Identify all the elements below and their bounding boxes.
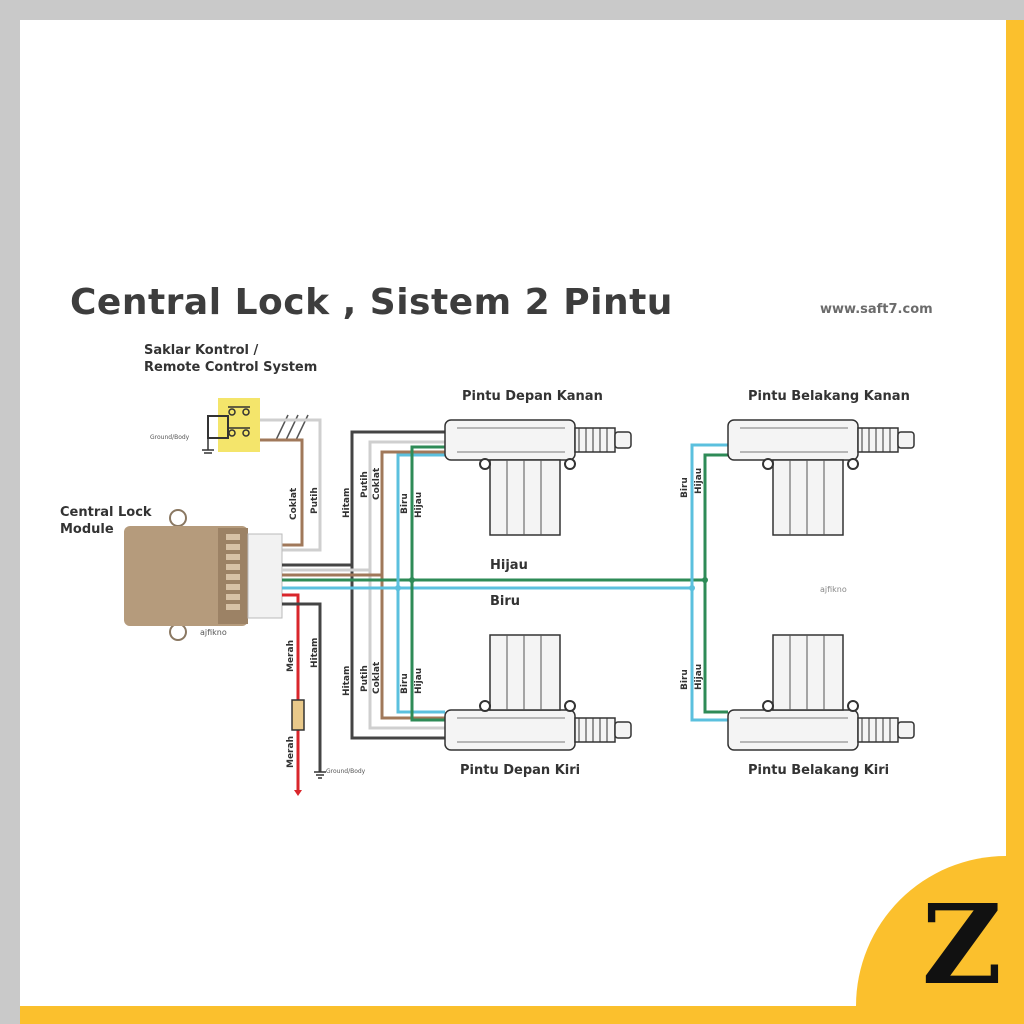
module-label-line1: Central Lock	[60, 505, 152, 520]
vlabel-brown-switch: Coklat	[289, 487, 299, 520]
door-label-rear-right: Pintu Belakang Kanan	[748, 389, 910, 404]
vlabel-white-top: Putih	[360, 471, 370, 498]
door-label-front-left: Pintu Depan Kiri	[460, 763, 581, 778]
ground-label-battery: Ground/Body	[326, 768, 366, 775]
ground-label-switch: Ground/Body	[150, 434, 190, 441]
actuator-front-right	[444, 419, 632, 536]
vlabel-green-bottom: Hijau	[414, 667, 424, 694]
switch-label-line1: Saklar Kontrol /	[144, 343, 259, 358]
vlabel-green-rear-bottom: Hijau	[694, 663, 704, 690]
wiring-diagram: ajfikno	[124, 398, 915, 796]
vlabel-black-bottom: Hitam	[342, 665, 352, 696]
vlabel-green-rear-top: Hijau	[694, 467, 704, 494]
switch-label-line2: Remote Control System	[144, 360, 318, 375]
vlabel-brown-top: Coklat	[372, 467, 382, 500]
vlabel-brown-bottom: Coklat	[372, 661, 382, 694]
watermark-module: ajfikno	[200, 628, 227, 637]
vlabel-red-bottom: Merah	[286, 736, 296, 768]
vlabel-blue-top: Biru	[400, 493, 410, 514]
central-lock-module	[124, 509, 283, 641]
actuator-front-left	[444, 634, 632, 751]
module-label-line2: Module	[60, 522, 114, 537]
battery-arrow	[294, 790, 302, 796]
yellow-border-bottom	[20, 1006, 1024, 1024]
page-title: Central Lock , Sistem 2 Pintu	[70, 282, 673, 323]
diagram-canvas: ajfikno Central Lock , Sistem 2 Pintu ww…	[20, 20, 1006, 1006]
junction-dots	[395, 577, 708, 591]
switch-box	[202, 398, 260, 454]
vlabel-white-bottom: Putih	[360, 665, 370, 692]
main-bus-wires	[282, 430, 728, 790]
vlabel-blue-rear-top: Biru	[680, 477, 690, 498]
vlabel-green-top: Hijau	[414, 491, 424, 518]
brand-badge-letter: Z	[921, 880, 1002, 1009]
vlabel-red-top: Merah	[286, 640, 296, 672]
website-label: www.saft7.com	[820, 302, 933, 317]
vlabel-blue-rear-bottom: Biru	[680, 669, 690, 690]
door-label-front-right: Pintu Depan Kanan	[462, 389, 603, 404]
watermark-mark: ajfikno	[820, 585, 847, 594]
wire-label-green: Hijau	[490, 558, 528, 573]
actuator-rear-right	[727, 419, 915, 536]
vlabel-blue-bottom: Biru	[400, 673, 410, 694]
wire-label-blue: Biru	[490, 594, 521, 609]
vlabel-black-battery: Hitam	[310, 637, 320, 668]
ground-symbol	[314, 771, 326, 779]
fuse	[291, 699, 305, 731]
actuator-rear-left	[727, 634, 915, 751]
yellow-border-right	[1006, 20, 1024, 1024]
vlabel-white-switch: Putih	[310, 487, 320, 514]
vlabel-black-top: Hitam	[342, 487, 352, 518]
door-label-rear-left: Pintu Belakang Kiri	[748, 763, 890, 778]
switch-wires	[260, 418, 322, 552]
door-actuators	[444, 419, 915, 751]
